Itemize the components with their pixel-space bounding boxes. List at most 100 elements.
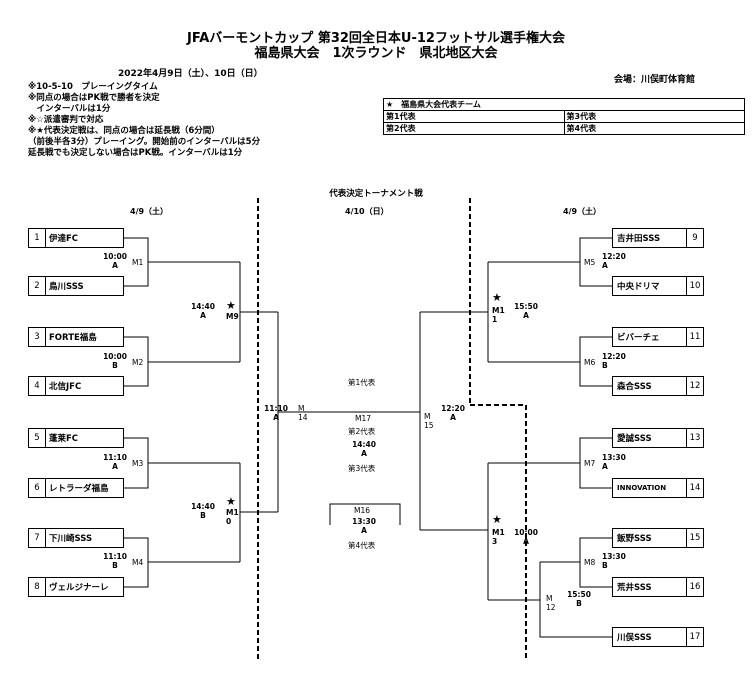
team-name: 荒井SSS [617,583,652,593]
match-label: M6 [584,358,596,367]
team-name: ビバーチェ [617,333,660,343]
team-number: 5 [29,429,46,447]
team-number: 17 [686,628,703,646]
day-separator-right-lower [470,404,527,660]
team-name: レトラーダ福島 [49,484,109,494]
day-label-right: 4/9（土） [563,207,602,216]
venue: 会場：川俣町体育館 [614,75,696,85]
day-label-left: 4/9（土） [130,207,169,216]
match-label: M7 [584,459,596,468]
note-line: （前後半各3分）プレーイング。開始前のインターバルは5分 [28,137,261,147]
match-label: M3 [132,459,144,468]
team-name: 愛誠SSS [617,434,652,444]
team-name: ヴェルジナーレ [49,583,109,593]
team-number: 11 [686,328,703,346]
match-label: M9 [226,312,239,321]
rep-cell: 第2代表 [383,122,565,135]
day-label-center: 4/10（日） [345,207,389,216]
page-title: JFAバーモントカップ 第32回全日本U-12フットサル選手権大会 [187,31,565,46]
note-line: ※☆派遣審判で対応 [28,115,104,125]
team-box: INNOVATION 14 [612,478,704,498]
bracket-m12 [539,562,612,638]
team-name: 鳥川SSS [49,282,84,292]
match-label: M 14 [298,404,308,422]
team-name: 北信JFC [49,382,82,392]
team-name: 川俣SSS [617,633,652,643]
team-number: 7 [29,529,46,547]
note-line: ※★代表決定戦は、同点の場合は延長戦（6分間） [28,126,220,136]
match-label: M16 [354,506,371,515]
team-number: 1 [29,229,46,247]
star-icon: ★ [226,495,236,508]
star-icon: ★ [492,291,502,304]
team-number: 14 [686,479,703,497]
match-label: M 15 [424,412,434,430]
match-label: M8 [584,558,596,567]
team-name: 下川崎SSS [49,534,93,544]
event-date: 2022年4月9日（土）、10日（日） [118,69,263,79]
team-number: 3 [29,328,46,346]
team-number: 16 [686,578,703,596]
team-box: ビバーチェ 11 [612,327,704,347]
team-number: 8 [29,578,46,596]
team-number: 9 [686,229,703,247]
team-number: 13 [686,429,703,447]
match-label: M5 [584,258,596,267]
team-number: 4 [29,377,46,395]
bracket-m16 [329,503,401,525]
representative-table: ★ 福島県大会代表チーム 第1代表 第3代表 第2代表 第4代表 [383,98,745,135]
team-name: 伊達FC [49,234,79,244]
team-number: 15 [686,529,703,547]
star-icon: ★ [492,513,502,526]
team-name: INNOVATION [617,484,667,492]
match-label: M4 [132,558,144,567]
rep-cell: 第4代表 [563,122,745,135]
star-icon: ★ [226,299,236,312]
rep-label: 第1代表 [348,378,376,387]
note-line: ※同点の場合はPK戦で勝者を決定 [28,93,160,103]
team-name: 飯野SSS [617,534,652,544]
team-name: 吉井田SSS [617,234,661,244]
team-number: 2 [29,277,46,295]
notes-block: ※10-5-10 プレーイングタイム ※同点の場合はPK戦で勝者を決定 インター… [28,82,260,159]
team-box: 愛誠SSS 13 [612,428,704,448]
page-subtitle: 福島県大会 1次ラウンド 県北地区大会 [254,46,498,61]
note-line: ※10-5-10 プレーイングタイム [28,82,158,92]
rep-label: 第4代表 [348,541,376,550]
match-label: M1 3 [492,528,505,546]
bracket-title: 代表決定トーナメント戦 [329,189,423,199]
match-label: M1 1 [492,306,505,324]
team-name: 蓬莱FC [49,434,79,444]
rep-label: 第3代表 [348,464,376,473]
team-box: 吉井田SSS 9 [612,228,704,248]
match-label: M1 [132,258,144,267]
team-number: 6 [29,479,46,497]
note-line: インターバルは1分 [28,104,111,114]
match-label: M 12 [546,594,556,612]
team-number: 12 [686,377,703,395]
